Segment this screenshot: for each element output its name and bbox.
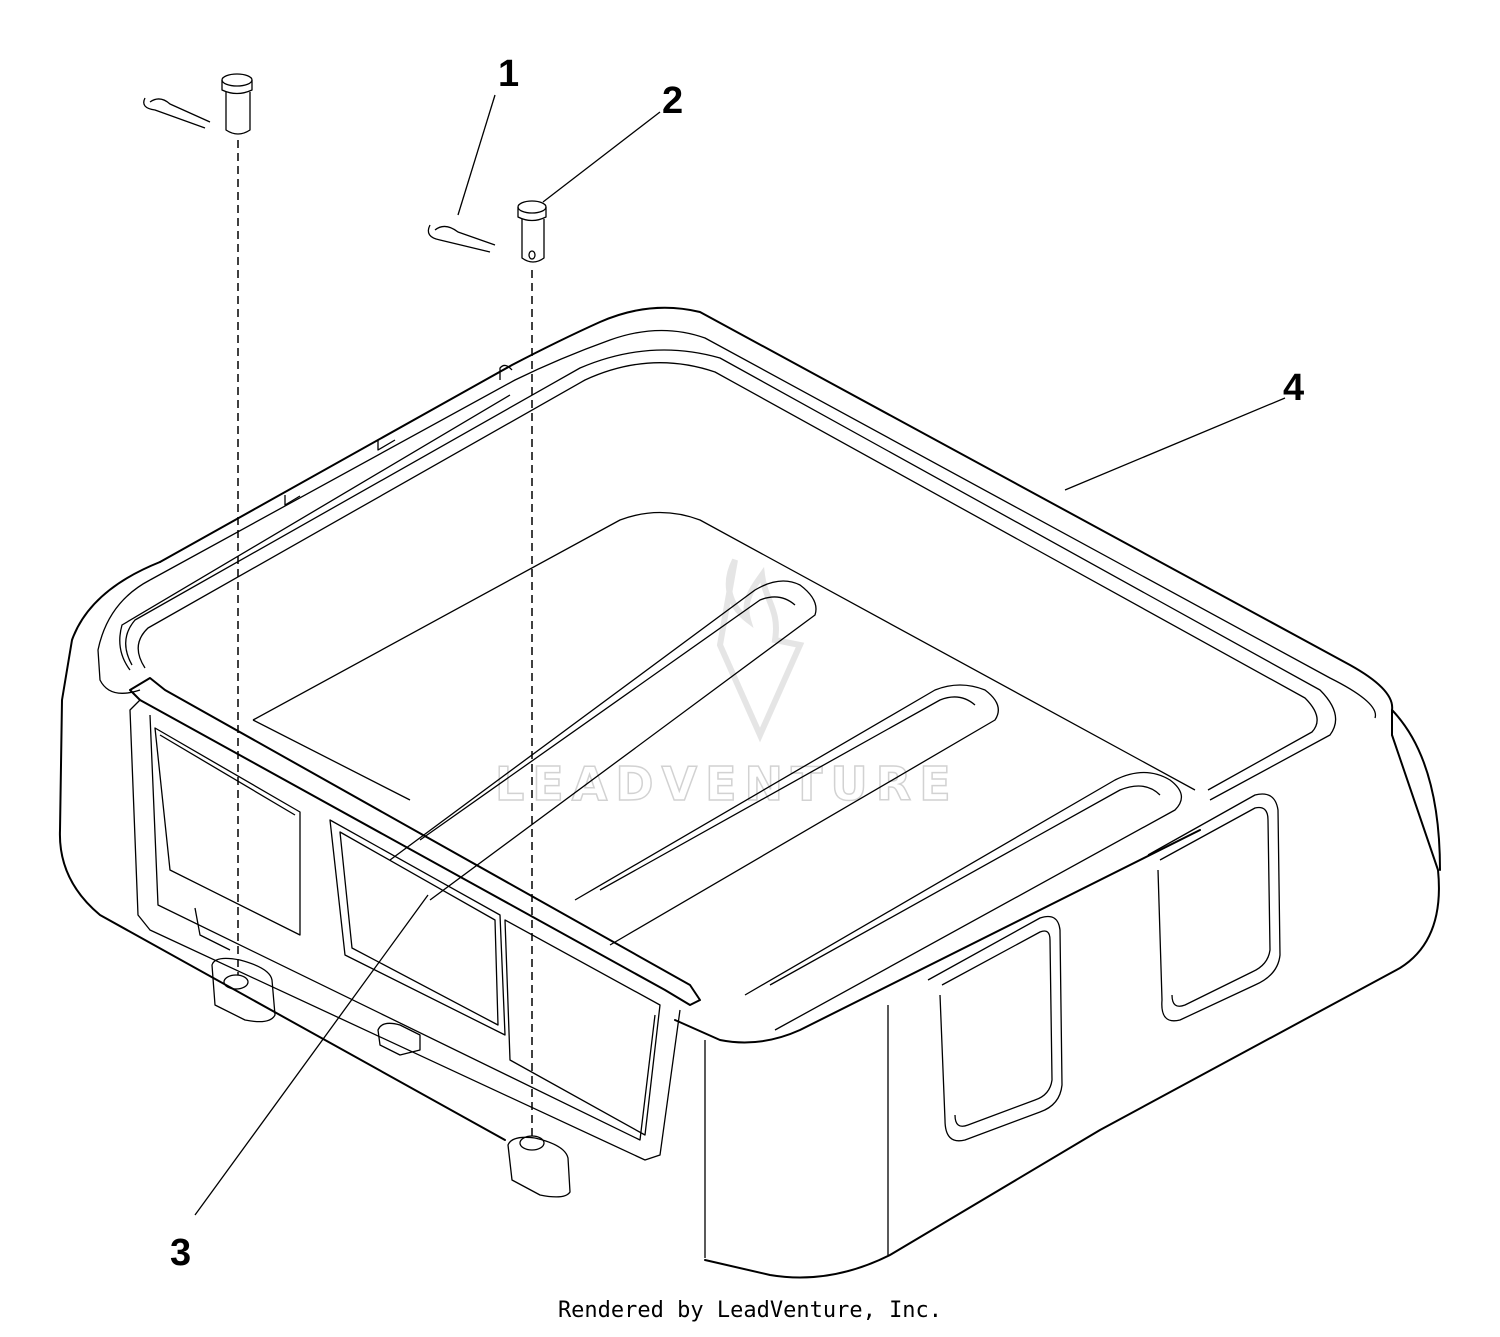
callout-4[interactable]: 4 [1064,367,1304,491]
callout-3[interactable]: 3 [170,894,429,1274]
front-panel-drawing [129,677,701,1198]
hairpin-clip-right [427,224,496,253]
clevis-pin-left [221,73,253,135]
watermark-text: LEADVENTURE [495,757,959,811]
callout-3-number: 3 [170,1232,191,1274]
callout-2-number: 2 [662,80,683,122]
callout-4-number: 4 [1283,367,1304,409]
footer-credit: Rendered by LeadVenture, Inc. [557,1298,943,1323]
hairpin-clip-left [143,97,211,129]
seat-pan-drawing [58,306,1441,1279]
callout-1[interactable]: 1 [457,53,519,216]
clevis-pin-right [517,200,547,263]
watermark-logo [716,558,805,743]
callout-2[interactable]: 2 [542,80,683,203]
callout-1-number: 1 [498,53,519,95]
